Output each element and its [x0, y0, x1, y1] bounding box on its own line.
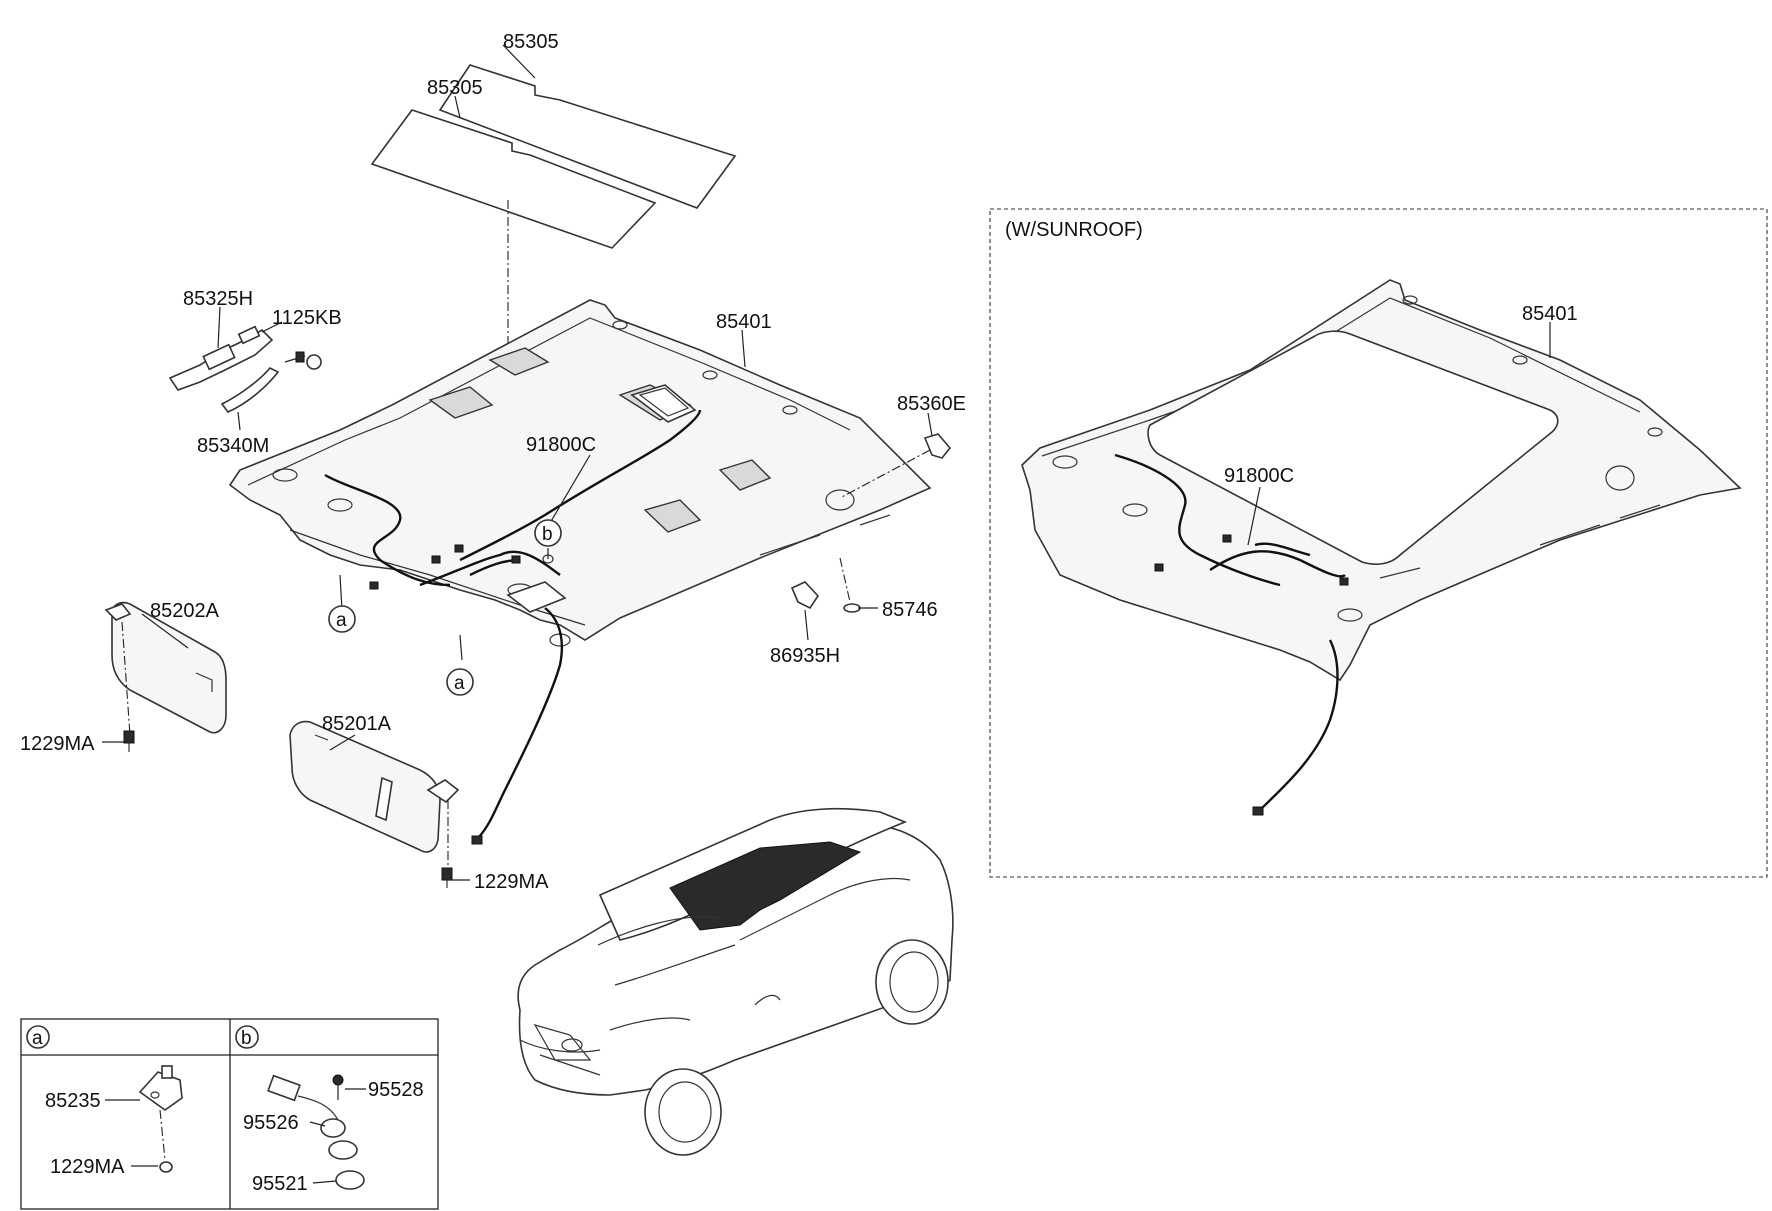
sun-visor-left: [104, 601, 227, 752]
detail-table: [20, 1018, 439, 1210]
detail-b-header: b: [241, 1028, 252, 1049]
assist-handle: [220, 367, 280, 413]
callout-a2: a: [454, 673, 465, 694]
insulation-pad-top: [438, 64, 737, 209]
detail-b-lamp-assembly: [267, 1074, 365, 1190]
sun-visor-right: [289, 720, 460, 888]
label-1229MA-detail: 1229MA: [50, 1156, 125, 1178]
label-1229MA-left: 1229MA: [20, 733, 95, 755]
callout-b1: b: [542, 524, 553, 545]
label-1229MA-center: 1229MA: [474, 871, 549, 893]
label-85202A: 85202A: [150, 600, 220, 622]
label-85235: 85235: [45, 1090, 101, 1112]
callout-a1: a: [336, 610, 347, 631]
headlining-main: [228, 299, 932, 647]
label-86935H: 86935H: [770, 645, 840, 667]
callout-circle-a1: [328, 605, 356, 633]
detail-a-circle: [26, 1025, 50, 1049]
dome-lamp: [630, 384, 697, 423]
label-95521: 95521: [252, 1173, 308, 1195]
label-95528: 95528: [368, 1079, 424, 1101]
label-95526: 95526: [243, 1112, 299, 1134]
map-lamp: [506, 581, 567, 613]
assist-handle-bracket: [168, 325, 274, 391]
clip-86935H: [790, 557, 861, 613]
vehicle-illustration: [517, 807, 954, 1156]
label-85305-top: 85305: [503, 31, 559, 53]
label-85360E: 85360E: [897, 393, 966, 415]
clip-85360E: [839, 433, 952, 499]
label-85305-front: 85305: [427, 77, 483, 99]
detail-a-bracket: [138, 1065, 183, 1173]
label-91800C-sunroof: 91800C: [1224, 465, 1294, 487]
wiring-harness-sunroof: [1114, 453, 1349, 816]
sunroof-box-title: (W/SUNROOF): [1005, 219, 1143, 241]
wiring-harness-main: [324, 409, 702, 845]
label-85340M: 85340M: [197, 435, 269, 457]
label-85401-sunroof: 85401: [1522, 303, 1578, 325]
callout-circle-a2: [446, 668, 474, 696]
callout-circle-b1: [534, 519, 562, 547]
label-91800C-main: 91800C: [526, 434, 596, 456]
label-85325H: 85325H: [183, 288, 253, 310]
sunroof-variant-box: [989, 208, 1768, 878]
label-85201A: 85201A: [322, 713, 392, 735]
detail-a-header: a: [32, 1028, 43, 1049]
headlining-sunroof: [1021, 279, 1742, 682]
insulation-pad-front: [370, 109, 657, 249]
label-1125KB: 1125KB: [272, 307, 342, 329]
screw-1125KB: [284, 351, 322, 370]
label-85746: 85746: [882, 599, 938, 621]
detail-b-circle: [235, 1025, 259, 1049]
label-85401-main: 85401: [716, 311, 772, 333]
